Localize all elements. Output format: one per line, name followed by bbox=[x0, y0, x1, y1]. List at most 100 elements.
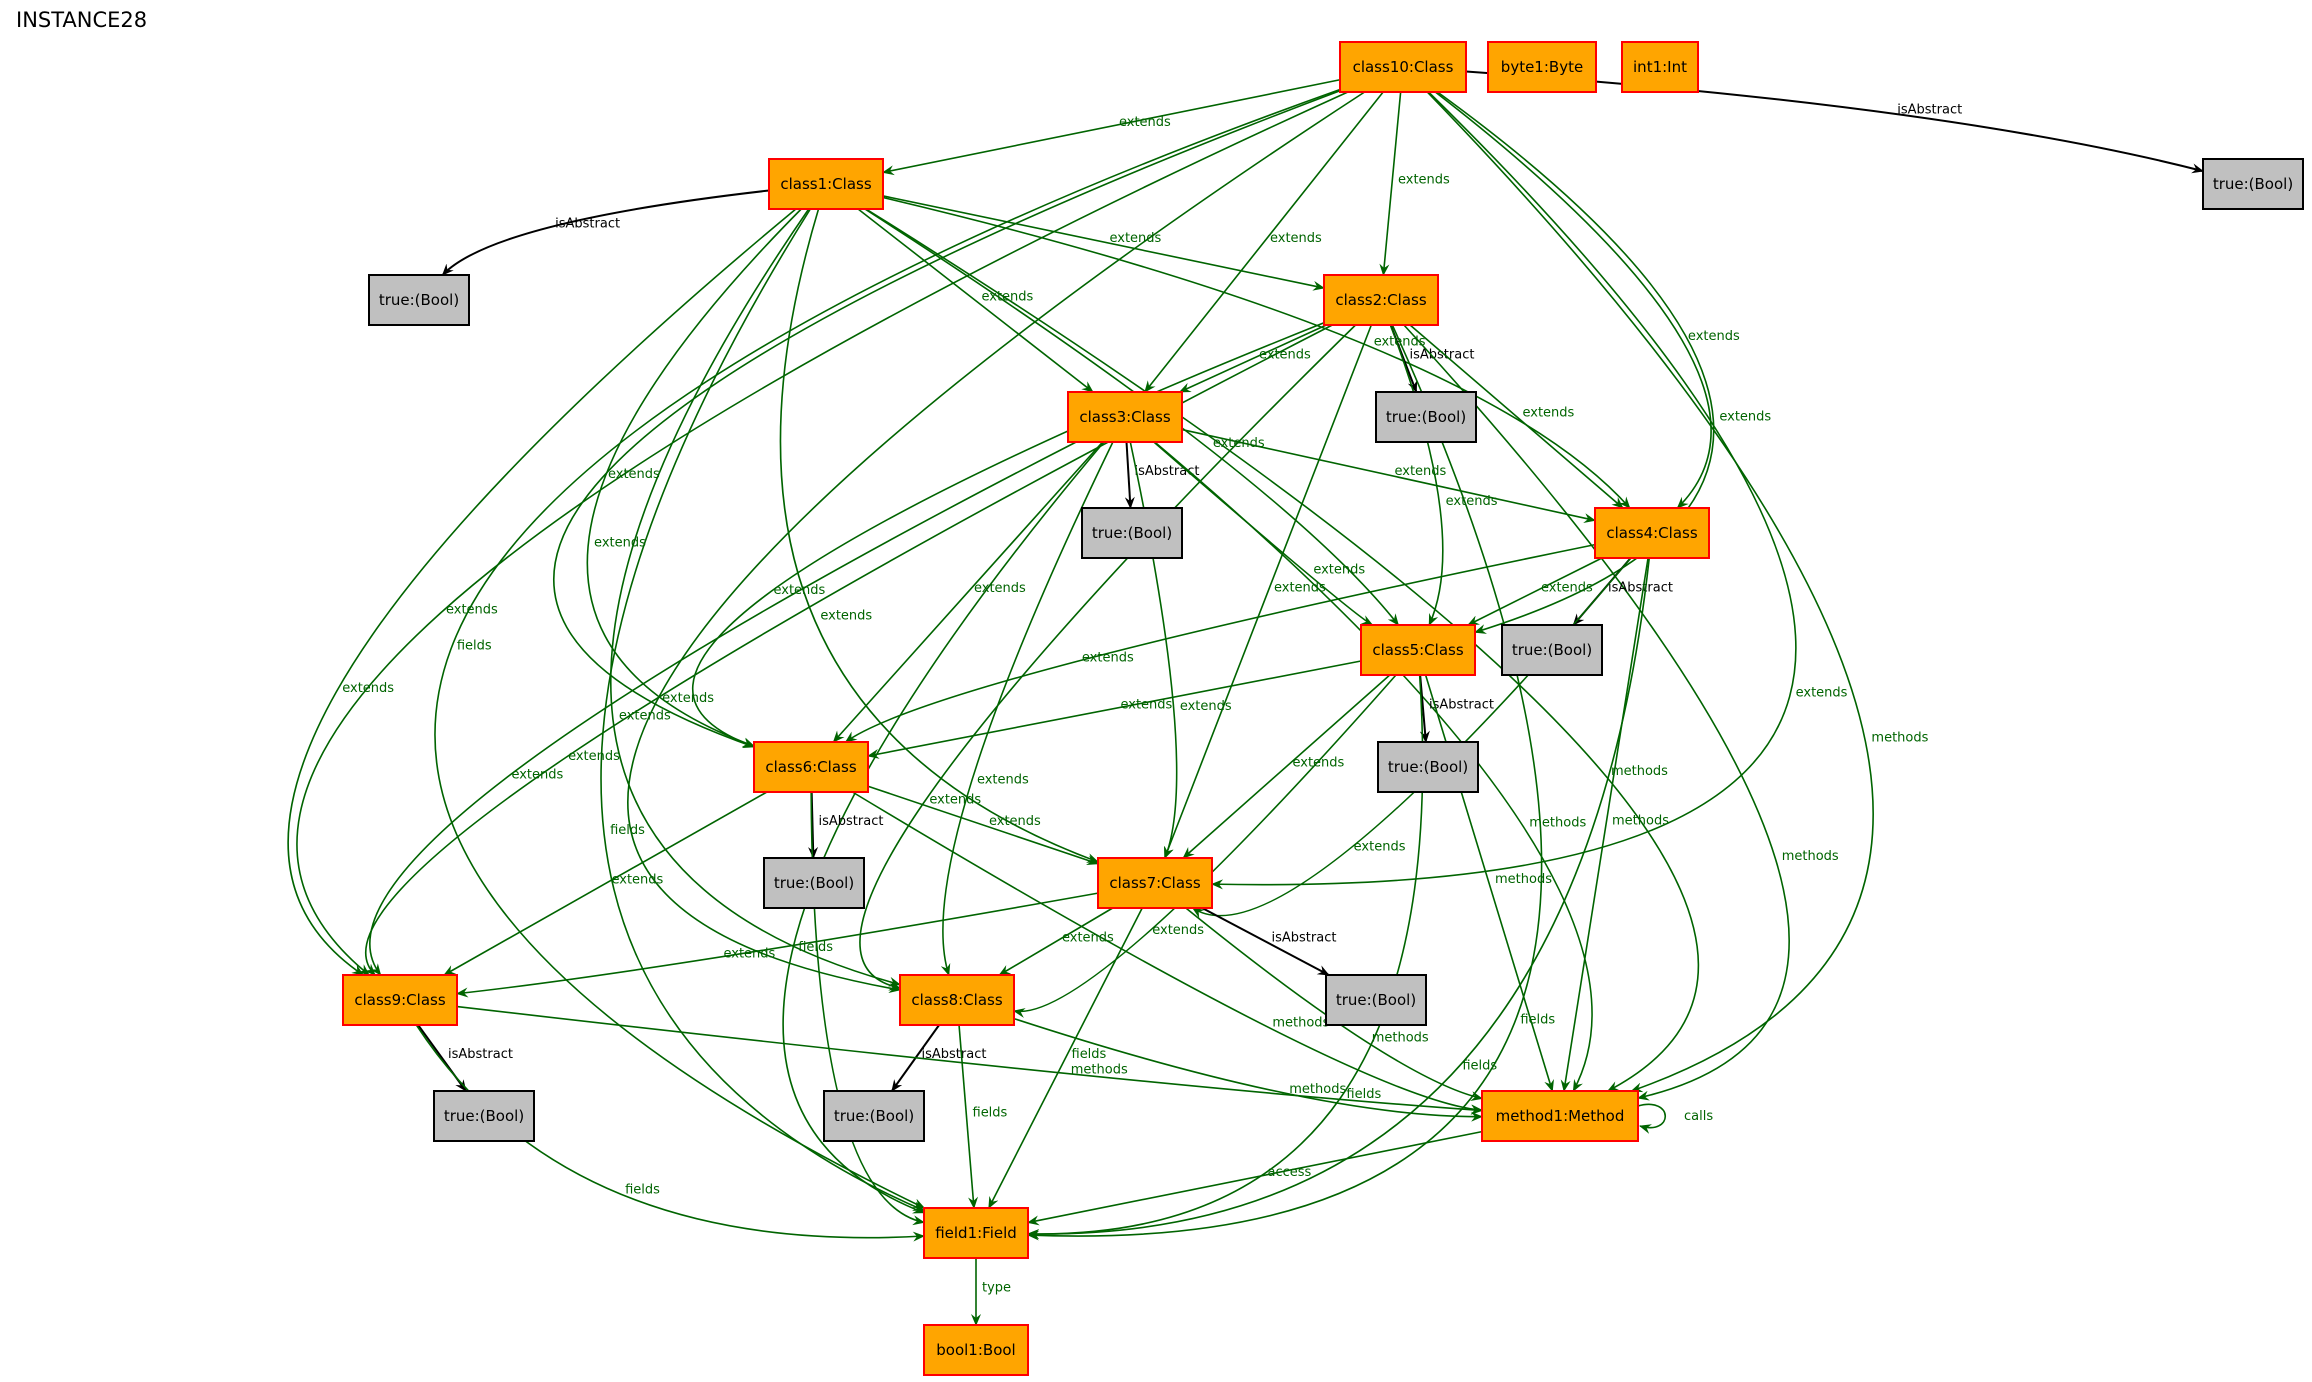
edge-line bbox=[1027, 1130, 1483, 1226]
edge-class10-class9: extends bbox=[296, 91, 1349, 976]
node-class1: class1:Class bbox=[768, 158, 884, 210]
node-b6: true:(Bool) bbox=[763, 857, 865, 909]
edge-label: extends bbox=[1395, 464, 1447, 479]
object-box bbox=[1621, 41, 1699, 93]
edge-line bbox=[627, 91, 1366, 994]
node-class8: class8:Class bbox=[899, 974, 1015, 1026]
edge-label: extends bbox=[1062, 931, 1114, 946]
edge-class10-class8: extends bbox=[627, 91, 1366, 994]
edge-label: methods bbox=[1372, 1030, 1429, 1045]
node-b8: true:(Bool) bbox=[823, 1090, 925, 1142]
edge-label: extends bbox=[1796, 686, 1848, 701]
value-box bbox=[823, 1090, 925, 1142]
edge-class5-class8: extends bbox=[1013, 674, 1397, 1018]
edge-label: extends bbox=[568, 749, 620, 764]
node-label: bool1:Bool bbox=[936, 1341, 1015, 1359]
edge-line bbox=[958, 1024, 979, 1209]
edge-class6-class7: extends bbox=[867, 785, 1099, 866]
edge-label: extends bbox=[977, 773, 1029, 788]
edge-line bbox=[1201, 907, 1330, 976]
edge-label: extends bbox=[1293, 756, 1345, 771]
edge-label: extends bbox=[1523, 406, 1575, 421]
edge-line bbox=[1027, 324, 1543, 1241]
edge-line bbox=[600, 208, 925, 1212]
edge-class1-b1: isAbstract bbox=[441, 189, 770, 276]
edge-class9-method1: methods bbox=[456, 1005, 1483, 1115]
edge-line bbox=[1424, 674, 1554, 1092]
edge-line bbox=[296, 91, 1349, 976]
node-bool1: bool1:Bool bbox=[923, 1324, 1029, 1376]
value-box bbox=[763, 857, 865, 909]
edge-label: extends bbox=[1313, 563, 1365, 578]
value-box bbox=[1081, 507, 1183, 559]
node-class5: class5:Class bbox=[1360, 624, 1476, 676]
edge-class2-class4: extends bbox=[1409, 324, 1624, 509]
value-box bbox=[1501, 624, 1603, 676]
node-label: true:(Bool) bbox=[379, 291, 459, 309]
edge-class3-method1: methods bbox=[1154, 441, 1593, 1092]
edge-class5-class7: extends bbox=[1182, 674, 1391, 859]
edge-line bbox=[1027, 557, 1651, 1240]
node-int1: int1:Int bbox=[1621, 41, 1699, 93]
edges-layer: isAbstractextendsextendsextendsextendsex… bbox=[287, 70, 2204, 1326]
edge-class1-class2: extends bbox=[882, 195, 1325, 291]
edge-label: fields bbox=[798, 940, 833, 955]
edge-line bbox=[415, 1024, 925, 1242]
edge-line bbox=[852, 791, 1483, 1115]
edge-line bbox=[867, 660, 1362, 759]
edge-label: extends bbox=[608, 467, 660, 482]
node-label: true:(Bool) bbox=[2213, 175, 2293, 193]
edge-label: extends bbox=[982, 290, 1034, 305]
object-box bbox=[923, 1207, 1029, 1259]
edge-class2-class7: extends bbox=[1163, 324, 1373, 859]
object-box bbox=[768, 158, 884, 210]
edge-line bbox=[369, 441, 1077, 976]
node-label: true:(Bool) bbox=[1336, 991, 1416, 1009]
node-class7: class7:Class bbox=[1097, 857, 1213, 909]
edge-line bbox=[456, 892, 1099, 998]
object-box bbox=[1097, 857, 1213, 909]
edge-class5-field1: fields bbox=[1027, 674, 1424, 1240]
node-label: byte1:Byte bbox=[1501, 58, 1583, 76]
node-b9: true:(Bool) bbox=[433, 1090, 535, 1142]
edge-class1-class9: extends bbox=[287, 208, 797, 976]
edge-class4-class5: extends bbox=[1467, 557, 1603, 626]
edge-line bbox=[1409, 324, 1624, 509]
edge-label: access bbox=[1268, 1165, 1312, 1180]
node-class3: class3:Class bbox=[1067, 391, 1183, 443]
edge-label: extends bbox=[1119, 115, 1171, 130]
edge-class5-class6: extends bbox=[867, 660, 1362, 759]
node-label: class7:Class bbox=[1109, 874, 1200, 892]
object-box bbox=[753, 741, 869, 793]
edge-label: fields bbox=[1520, 1012, 1555, 1027]
edge-line bbox=[867, 785, 1099, 866]
edge-class9-field1: fields bbox=[415, 1024, 925, 1242]
edge-label: extends bbox=[1398, 173, 1450, 188]
edge-line bbox=[1124, 441, 1135, 509]
edge-label: extends bbox=[1446, 494, 1498, 509]
node-label: class3:Class bbox=[1079, 408, 1170, 426]
edge-class3-class8: extends bbox=[940, 441, 1114, 976]
edge-line bbox=[1027, 674, 1424, 1240]
object-box bbox=[923, 1324, 1029, 1376]
edge-method1-field1: access bbox=[1027, 1130, 1483, 1226]
node-label: true:(Bool) bbox=[1512, 641, 1592, 659]
edge-label: extends bbox=[929, 792, 981, 807]
edge-label: fields bbox=[610, 823, 645, 838]
edge-line bbox=[1185, 907, 1483, 1101]
edge-line bbox=[779, 208, 1099, 863]
edge-label: extends bbox=[662, 691, 714, 706]
edge-class1-class3: extends bbox=[857, 208, 1094, 393]
object-box bbox=[1360, 624, 1476, 676]
edge-label: isAbstract bbox=[1897, 102, 1962, 117]
edge-class7-method1: methods bbox=[1185, 907, 1483, 1101]
node-label: class9:Class bbox=[354, 991, 445, 1009]
edge-class8-field1: fields bbox=[958, 1024, 1008, 1209]
edge-line bbox=[998, 907, 1114, 976]
edge-line bbox=[1426, 91, 1874, 1093]
edge-line bbox=[1191, 557, 1632, 919]
node-field1: field1:Field bbox=[923, 1207, 1029, 1259]
edge-class7-class9: extends bbox=[456, 892, 1099, 998]
node-label: class4:Class bbox=[1606, 524, 1697, 542]
